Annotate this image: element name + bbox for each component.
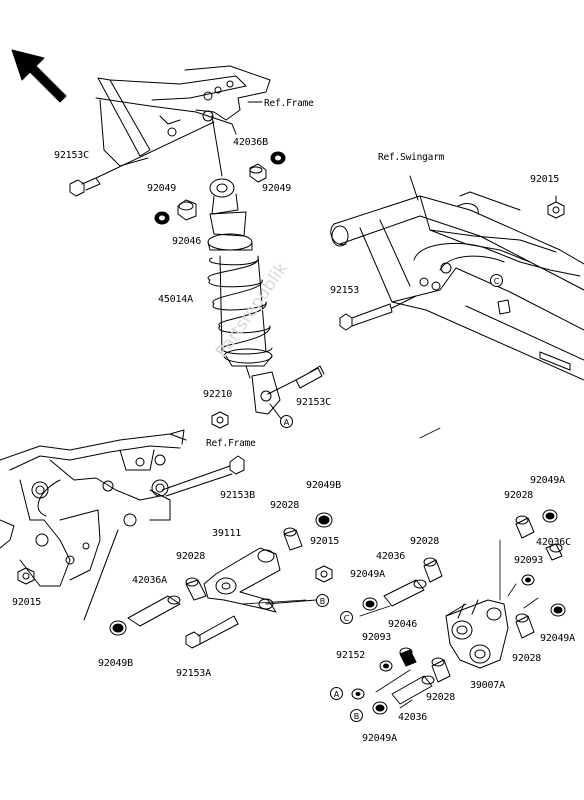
part-label-92049b-lower: 92049B: [98, 658, 133, 669]
upper-frame: [95, 65, 271, 177]
part-label-92210: 92210: [203, 389, 233, 400]
part-label-42036a: 42036A: [132, 575, 167, 586]
callout-a-lower: A: [330, 687, 343, 700]
part-label-92028-f: 92028: [426, 692, 456, 703]
bolt-92153: [339, 295, 417, 331]
part-label-42036: 42036: [376, 551, 406, 562]
part-label-42036c: 42036C: [536, 537, 571, 548]
nut-92015-lower-left: [17, 567, 35, 585]
bolt-92153b: [161, 455, 245, 497]
part-label-92152: 92152: [336, 650, 366, 661]
collar-92028-f: [431, 657, 451, 683]
part-label-39111: 39111: [212, 528, 242, 539]
callout-c-swingarm: C: [490, 274, 503, 287]
part-label-92049a-bottom: 92049A: [362, 733, 397, 744]
part-label-92153: 92153: [330, 285, 360, 296]
swingarm: [330, 175, 584, 381]
callout-a-shock: A: [280, 415, 293, 428]
collar-92028-b: [185, 577, 207, 601]
bolt-92153c-upper: [69, 121, 215, 197]
part-label-92049b-top: 92049B: [306, 480, 341, 491]
seal-92049a-top-right: [542, 509, 558, 523]
collar-42036a: [127, 595, 181, 627]
part-label-92028-d: 92028: [410, 536, 440, 547]
part-label-45014a: 45014A: [158, 294, 193, 305]
part-label-92153c-upper: 92153C: [54, 150, 89, 161]
nut-92015-top: [547, 195, 565, 219]
collar-92028-d: [423, 557, 443, 583]
collar-92028-e: [515, 613, 535, 639]
part-label-92046-upper: 92046: [172, 236, 202, 247]
collar-42036b: [249, 163, 267, 183]
shock-absorber-45014a: [207, 178, 281, 415]
seal-92049b-top: [315, 512, 333, 528]
part-label-92049a-right: 92049A: [540, 633, 575, 644]
collar-42036-lower: [391, 675, 435, 705]
part-label-92028-c: 92028: [504, 490, 534, 501]
part-label-92028-e: 92028: [512, 653, 542, 664]
part-label-92049a-mid: 92049A: [350, 569, 385, 580]
part-label-92049a-top-right: 92049A: [530, 475, 565, 486]
collar-92028-c: [515, 515, 535, 539]
callout-c-lower: C: [340, 611, 353, 624]
part-label-42036-lower: 42036: [398, 712, 428, 723]
seal-92049-left: [154, 211, 170, 225]
seal-92049a-right: [550, 603, 566, 617]
part-label-92093-mid: 92093: [362, 632, 392, 643]
part-label-92049-left: 92049: [147, 183, 177, 194]
assembly-leader-lines: [83, 427, 539, 709]
part-label-92028-b: 92028: [176, 551, 206, 562]
part-label-92046-lower: 92046: [388, 619, 418, 630]
part-label-92153a: 92153A: [176, 668, 211, 679]
part-label-92015-mid: 92015: [310, 536, 340, 547]
tie-rod-39111: [203, 547, 317, 613]
rocker-arm-39007a: [445, 599, 509, 669]
part-label-39007a: 39007A: [470, 680, 505, 691]
ref-frame-mid-label: Ref.Frame: [206, 438, 256, 449]
part-label-92153c-lower: 92153C: [296, 397, 331, 408]
nut-92015-mid: [315, 565, 333, 583]
front-direction-arrow-icon: [11, 49, 67, 103]
ref-swingarm-label: Ref.Swingarm: [378, 152, 445, 163]
bearing-92046-upper: [177, 199, 197, 221]
callout-b-link: B: [316, 594, 329, 607]
seal-92049b-lower: [109, 620, 127, 636]
collar-92028-a: [283, 527, 303, 551]
seal-92049-right: [270, 151, 286, 165]
lower-frame-bracket: [0, 429, 187, 587]
cap-42036c: [545, 543, 563, 561]
bolt-92153a: [185, 615, 239, 649]
seal-92049a-mid: [362, 597, 378, 611]
part-label-92015-top: 92015: [530, 174, 560, 185]
collar-42036: [383, 579, 427, 607]
part-label-92049-right: 92049: [262, 183, 292, 194]
nut-92210: [211, 411, 229, 429]
part-label-92153b: 92153B: [220, 490, 255, 501]
ref-frame-top-label: Ref.Frame: [264, 98, 314, 109]
seal-92093-mid: [379, 660, 393, 672]
part-label-92093-right: 92093: [514, 555, 544, 566]
part-label-42036b: 42036B: [233, 137, 268, 148]
bolt-92153c-lower: [267, 365, 325, 395]
bearing-92046-lower: [399, 647, 417, 667]
seal-92049a-bottom: [372, 701, 388, 715]
part-label-92015-lower-left: 92015: [12, 597, 42, 608]
part-label-92028-a: 92028: [270, 500, 300, 511]
seal-92093-right: [521, 574, 535, 586]
washer-92152: [351, 688, 365, 700]
callout-b-lower: B: [350, 709, 363, 722]
